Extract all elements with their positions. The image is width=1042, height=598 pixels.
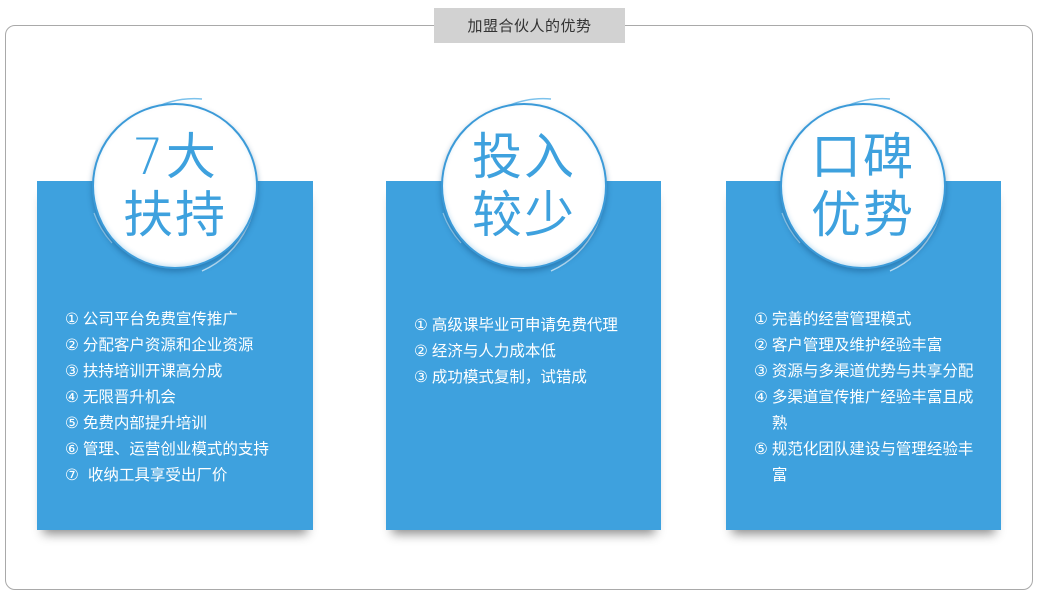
item-text: 收纳工具享受出厂价 <box>82 466 228 484</box>
item-text: 成功模式复制，试错成 <box>431 368 587 386</box>
item-text: 公司平台免费宣传推广 <box>82 310 238 328</box>
item-number: ④ <box>754 388 768 406</box>
item-text: 免费内部提升培训 <box>82 414 207 432</box>
item-number: ⑥ <box>65 440 79 458</box>
item-text: 经济与人力成本低 <box>431 342 556 360</box>
item-number: ② <box>65 336 79 354</box>
badge-low-investment: 投入 较少 <box>431 93 617 279</box>
item-number: ② <box>414 342 428 360</box>
badge-reputation: 口碑 优势 <box>770 93 956 279</box>
item-text: 高级课毕业可申请免费代理 <box>431 316 618 334</box>
item-number: ⑤ <box>754 440 768 458</box>
item-number: ⑦ <box>65 466 79 484</box>
item-text: 扶持培训开课高分成 <box>82 362 223 380</box>
item-number: ③ <box>414 368 428 386</box>
item-number: ① <box>754 310 768 328</box>
item-number: ② <box>754 336 768 354</box>
list-item: ⑦ 收纳工具享受出厂价 <box>65 462 310 488</box>
item-text: 无限晋升机会 <box>82 388 176 406</box>
item-text: 完善的经营管理模式 <box>771 310 912 328</box>
item-number: ③ <box>754 362 768 380</box>
item-number: ① <box>414 316 428 334</box>
item-text: 规范化团队建设与管理经验丰富 <box>771 440 974 484</box>
badge-line-1: 口碑 <box>811 128 915 186</box>
item-text: 管理、运营创业模式的支持 <box>82 440 269 458</box>
item-number: ⑤ <box>65 414 79 432</box>
item-number: ① <box>65 310 79 328</box>
item-text: 分配客户资源和企业资源 <box>82 336 254 354</box>
item-number: ④ <box>65 388 79 406</box>
badge-line-2: 较少 <box>472 186 576 244</box>
item-text: 多渠道宣传推广经验丰富且成熟 <box>771 388 974 432</box>
badge-line-2: 优势 <box>811 186 915 244</box>
item-number: ③ <box>65 362 79 380</box>
badge-disc: 投入 较少 <box>441 103 607 269</box>
item-text: 客户管理及维护经验丰富 <box>771 336 943 354</box>
panel-title: 加盟合伙人的优势 <box>434 8 625 43</box>
badge-disc: 7大 扶持 <box>92 103 258 269</box>
badge-support: 7大 扶持 <box>82 93 268 279</box>
badge-line-1: 7大 <box>132 128 218 186</box>
badge-line-1: 投入 <box>472 128 576 186</box>
badge-line-2: 扶持 <box>123 186 227 244</box>
badge-disc: 口碑 优势 <box>780 103 946 269</box>
item-text: 资源与多渠道优势与共享分配 <box>771 362 974 380</box>
